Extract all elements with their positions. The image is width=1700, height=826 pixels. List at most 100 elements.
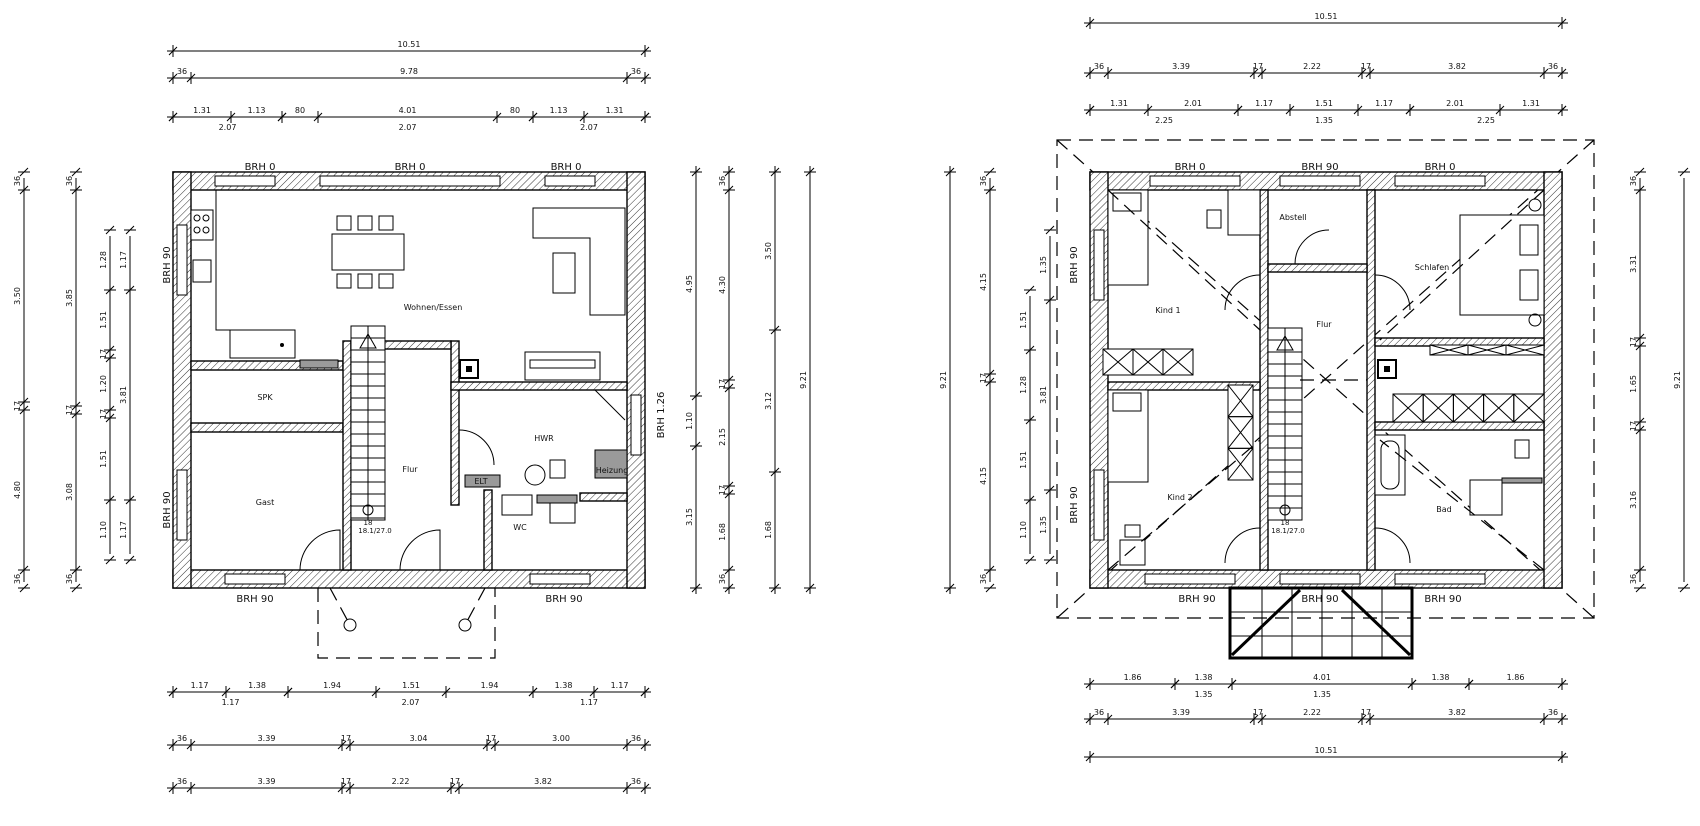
dimension-label: 36 <box>1548 708 1558 717</box>
dimension-label: 9.21 <box>1673 371 1682 389</box>
dimension-label: 1.94 <box>481 681 499 690</box>
dimension-label: 2.22 <box>392 777 410 786</box>
dimension-label: 3.81 <box>119 386 128 404</box>
dimension-label: 36 <box>13 574 22 584</box>
dimension-label: 17 <box>1629 421 1638 431</box>
dimension-label: 3.50 <box>764 242 773 260</box>
dimension-label: 1.31 <box>1522 99 1540 108</box>
dimension-label: 1.17 <box>1255 99 1273 108</box>
dimension-chain: 1.353.811.35 <box>1039 225 1056 565</box>
dimension-label: 80 <box>510 106 520 115</box>
dimension-label: 1.35 <box>1195 690 1213 699</box>
dimension-label: 36 <box>1548 62 1558 71</box>
dimension-label: 17 <box>99 409 108 419</box>
room-label-spk: SPK <box>257 393 273 402</box>
dimension-label: 4.01 <box>1313 673 1331 682</box>
dimension-label: 2.07 <box>399 123 417 132</box>
dimension-label: 1.17 <box>222 698 240 707</box>
dimension-chain: 1.10 1.51 1.28 1.51 <box>1019 285 1036 565</box>
dimension-label: 36 <box>177 67 187 76</box>
dimension-chain: 1.17 3.81 1.17 <box>119 225 136 565</box>
brh-label: BRH 90 <box>236 594 273 605</box>
dimension-label: 17 <box>65 405 74 415</box>
dimension-label: 1.28 <box>99 251 108 269</box>
brh-label: BRH 90 <box>1424 594 1461 605</box>
dimension-label: 36 <box>65 574 74 584</box>
dimension-label: 1.35 <box>1039 516 1048 534</box>
dimension-label: 1.51 <box>1019 311 1028 329</box>
dimension-chain: 1.35 1.35 <box>1169 678 1475 699</box>
dimension-label: 17 <box>13 401 22 411</box>
dimension-label: 17 <box>341 777 351 786</box>
dimension-label: 1.51 <box>402 681 420 690</box>
room-label-heizung: Heizung <box>596 466 629 475</box>
dimension-label: 1.35 <box>1313 690 1331 699</box>
dimension-label: 1.17 <box>119 521 128 539</box>
dimension-label: 2.22 <box>1303 62 1321 71</box>
dimension-label: 1.17 <box>611 681 629 690</box>
dimension-label: 17 <box>99 349 108 359</box>
room-label-flur: Flur <box>1316 320 1332 329</box>
dimension-label: 3.04 <box>410 734 428 743</box>
brh-label: BRH 90 <box>162 246 173 283</box>
dimension-label: 9.78 <box>400 67 418 76</box>
room-label-kind-2: Kind 2 <box>1167 493 1192 502</box>
dimension-label: 4.01 <box>399 106 417 115</box>
dimension-label: 2.22 <box>1303 708 1321 717</box>
dimension-label: 1.65 <box>1629 375 1638 393</box>
uf-walls <box>1089 171 1563 589</box>
gf-entrance-canopy <box>317 587 496 659</box>
upper-floor-plan: Abstell Schlafen Kind 1 Flur Kind 2 Bad … <box>1056 139 1595 660</box>
room-label-hwr: HWR <box>534 434 554 443</box>
dimension-label: 1.51 <box>99 311 108 329</box>
dimension-label: 1.20 <box>99 375 108 393</box>
stair-label-uf-1: 18 <box>1281 519 1290 527</box>
dimension-label: 36 <box>718 176 727 186</box>
stair-start-mark <box>362 504 374 516</box>
dimension-label: 1.17 <box>119 251 128 269</box>
dimension-label: 36 <box>1629 176 1638 186</box>
gf-doors <box>299 389 626 571</box>
dimension-chain: 9.21 <box>1673 167 1690 593</box>
dimension-label: 1.28 <box>1019 376 1028 394</box>
dimension-label: 17 <box>718 379 727 389</box>
dimension-label: 2.07 <box>219 123 237 132</box>
room-label-abstell: Abstell <box>1279 213 1306 222</box>
uf-furniture <box>1107 189 1545 566</box>
dimension-label: 17 <box>1361 708 1371 717</box>
dimension-label: 36 <box>1094 62 1104 71</box>
gf-kitchen <box>190 189 339 369</box>
dimension-label: 3.85 <box>65 289 74 307</box>
dimension-label: 1.38 <box>1195 673 1213 682</box>
dimension-label: 1.86 <box>1507 673 1525 682</box>
dimension-label: 2.07 <box>402 698 420 707</box>
dimension-label: 3.31 <box>1629 255 1638 273</box>
dimension-label: 36 <box>1629 574 1638 584</box>
brh-label: BRH 0 <box>1175 162 1206 173</box>
dimension-label: 3.15 <box>685 508 694 526</box>
dimension-label: 1.51 <box>1019 451 1028 469</box>
dimension-label: 3.82 <box>1448 708 1466 717</box>
brh-label: BRH 0 <box>245 162 276 173</box>
dimension-label: 1.35 <box>1039 256 1048 274</box>
dimension-chain: 4.951.103.15 <box>685 166 702 594</box>
dimension-label: 9.21 <box>799 371 808 389</box>
dimension-chain: 9.21 <box>799 166 816 594</box>
dimension-label: 1.10 <box>1019 521 1028 539</box>
dimension-label: 1.51 <box>1315 99 1333 108</box>
dimension-label: 3.82 <box>1448 62 1466 71</box>
dimension-chain: 10.51 <box>167 40 651 57</box>
dimension-label: 1.68 <box>764 521 773 539</box>
room-label-kind-1: Kind 1 <box>1155 306 1180 315</box>
dimension-label: 36 <box>979 176 988 186</box>
